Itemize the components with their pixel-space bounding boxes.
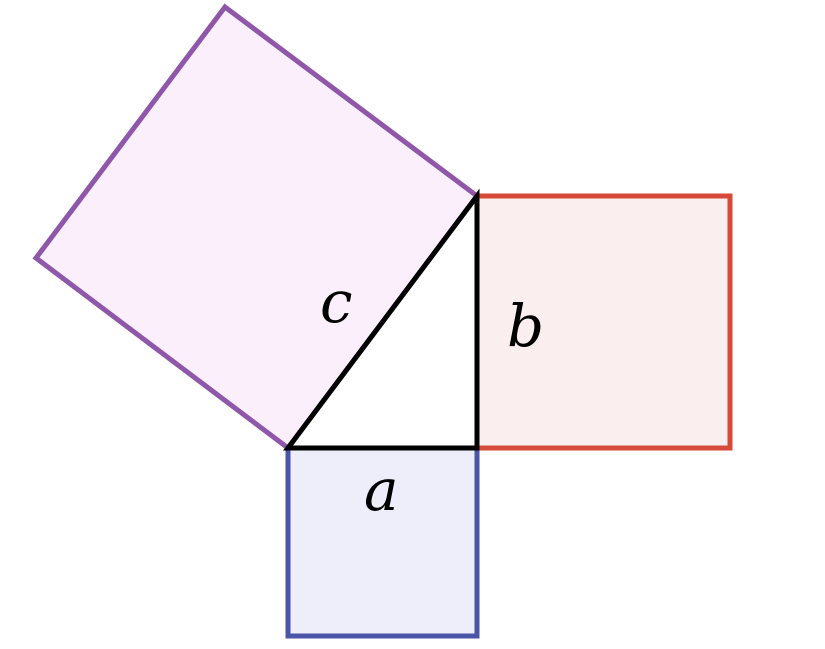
label-b: b <box>507 292 544 360</box>
label-c: c <box>320 268 352 336</box>
label-a: a <box>364 456 399 524</box>
square-a <box>285 445 480 639</box>
square-b <box>474 193 733 451</box>
right-triangle <box>283 188 480 451</box>
